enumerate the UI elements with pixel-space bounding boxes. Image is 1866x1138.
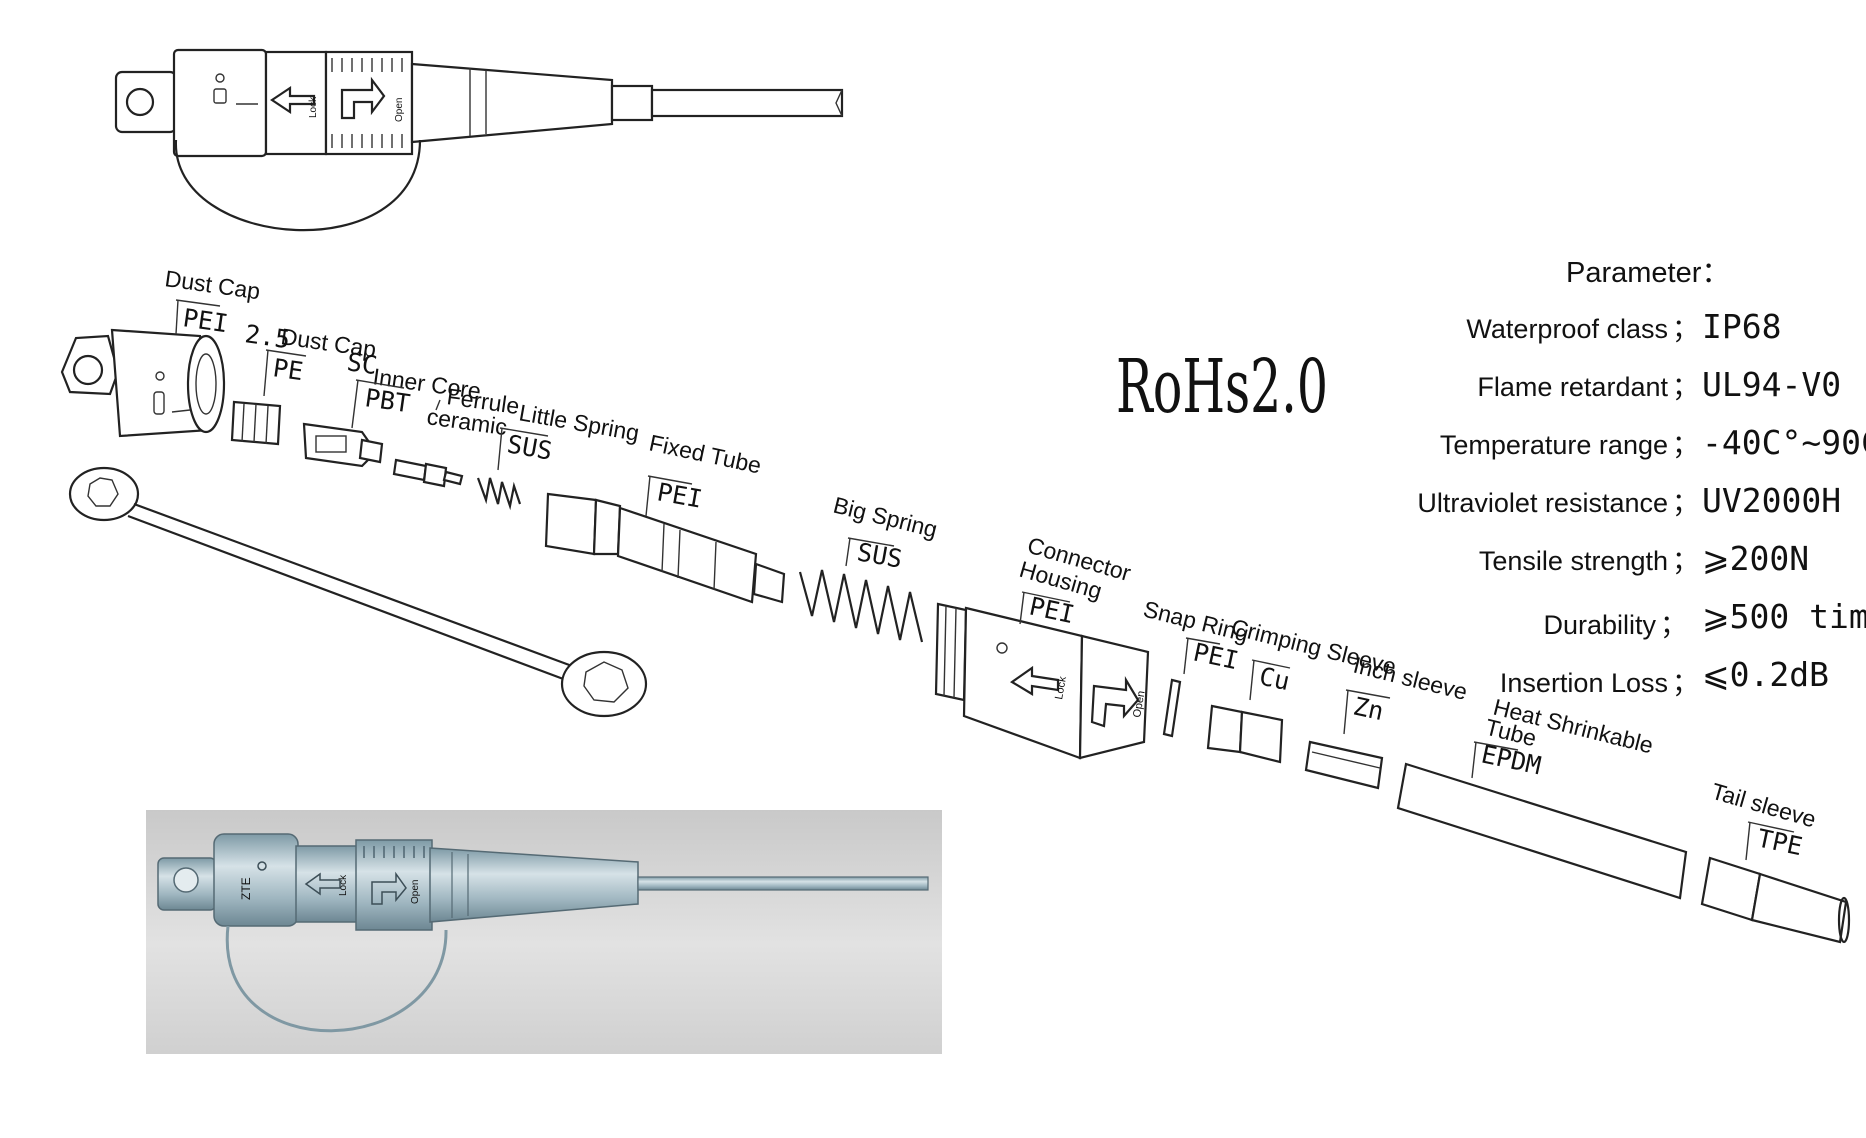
render-3d-connector: ZTE Lock Open <box>146 810 942 1054</box>
part-dust-cap-drawing <box>60 328 226 438</box>
param-label-insertion: Insertion Loss <box>1500 668 1668 698</box>
part-connector-housing-drawing: Lock Open <box>934 602 1150 760</box>
material-little-spring: SUS <box>505 429 555 465</box>
assembled-connector-drawing: Lock Open <box>114 48 844 232</box>
part-ferrule-drawing <box>392 458 464 488</box>
param-value-tensile: ⩾200N <box>1702 539 1809 578</box>
part-snap-ring-drawing <box>1162 678 1182 738</box>
part-crimping-sleeve-drawing <box>1206 704 1284 764</box>
param-label-tensile: Tensile strength <box>1479 546 1668 576</box>
render-lock-mark: Lock <box>338 874 349 896</box>
material-big-spring: SUS <box>855 537 905 573</box>
param-value-insertion: ⩽0.2dB <box>1702 655 1829 694</box>
material-25-dust-cap: PE <box>271 353 305 386</box>
material-tail-sleeve: TPE <box>1755 824 1805 862</box>
part-tail-sleeve-drawing <box>1700 856 1851 944</box>
label-sc: SC <box>345 347 379 380</box>
param-label-flame: Flame retardant <box>1477 372 1668 402</box>
part-fixed-tube-drawing <box>544 492 786 604</box>
param-label-waterproof: Waterproof class <box>1466 314 1668 344</box>
part-inch-sleeve-drawing <box>1304 740 1384 790</box>
param-value-flame: UL94-V0 <box>1702 365 1841 404</box>
param-sep-waterproof: ； <box>1672 314 1699 344</box>
housing-open-mark: Open <box>1131 690 1147 719</box>
material-dust-cap: PEI <box>181 303 230 338</box>
part-big-spring-drawing <box>798 569 924 643</box>
material-inch-sleeve: Zn <box>1351 692 1386 727</box>
part-sc-inner-core-drawing <box>302 422 384 468</box>
dust-cap-strap-drawing <box>68 466 648 718</box>
param-label-durability: Durability <box>1543 610 1656 640</box>
parameter-table: Parameter： Waterproof class ； IP68 Flame… <box>1417 257 1866 698</box>
housing-lock-mark: Lock <box>1053 675 1069 700</box>
param-value-durability: ⩾500 times <box>1702 597 1866 636</box>
label-dust-cap: Dust Cap <box>163 265 262 304</box>
param-label-uv: Ultraviolet resistance <box>1417 488 1668 518</box>
open-mark: Open <box>394 98 405 122</box>
material-crimping-sleeve: Cu <box>1257 662 1292 697</box>
material-fixed-tube: PEI <box>655 477 705 513</box>
param-sep-insertion: ； <box>1672 668 1699 698</box>
label-25-num: 2.5 <box>243 319 292 354</box>
part-heat-shrinkable-tube-drawing <box>1396 762 1688 900</box>
part-25-dust-cap-drawing <box>230 400 282 446</box>
lock-mark: Lock <box>308 96 319 118</box>
param-sep-temperature: ； <box>1672 430 1699 460</box>
material-sc-inner-core: PBT <box>363 383 412 418</box>
label-fixed-tube: Fixed Tube <box>647 429 764 478</box>
render-brand-mark: ZTE <box>239 877 253 900</box>
param-sep-uv: ； <box>1672 488 1699 518</box>
rohs-mark: RoHs2.0 <box>1116 344 1328 430</box>
param-sep-durability: ； <box>1660 610 1687 640</box>
label-big-spring: Big Spring <box>831 492 940 543</box>
param-value-uv: UV2000H <box>1702 481 1841 520</box>
param-label-temperature: Temperature range <box>1440 430 1668 460</box>
param-value-temperature: -40C°~90C° <box>1702 423 1866 462</box>
param-sep-tensile: ； <box>1672 546 1699 576</box>
render-open-mark: Open <box>410 880 421 904</box>
part-little-spring-drawing <box>476 477 522 511</box>
parameter-title: Parameter： <box>1566 257 1730 289</box>
param-sep-flame: ； <box>1672 372 1699 402</box>
param-value-waterproof: IP68 <box>1702 307 1781 346</box>
